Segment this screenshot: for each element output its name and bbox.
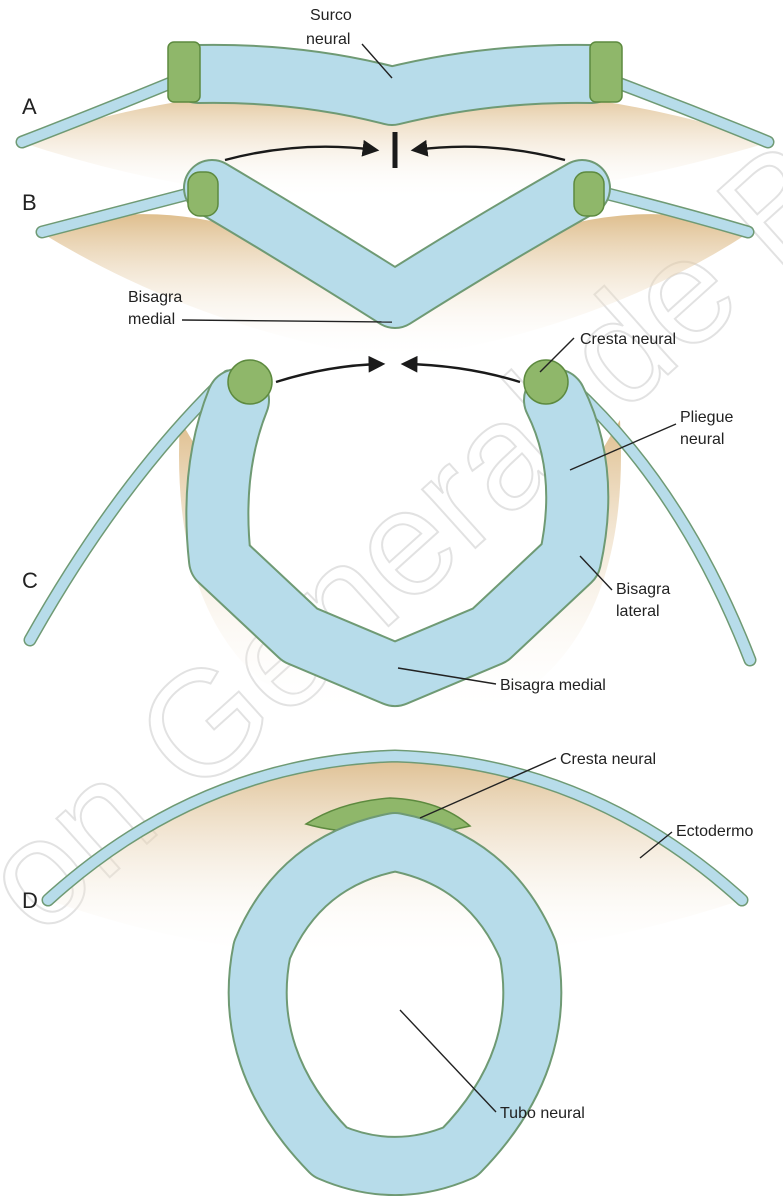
- panel-c-arrow-left: [276, 364, 382, 382]
- panel-b-letter: B: [22, 190, 37, 215]
- leader-tubo-neural: [400, 1010, 496, 1112]
- label-bisagra-lateral-line2: lateral: [616, 603, 660, 620]
- panel-a: A Surco neural: [20, 7, 770, 200]
- panel-c-letter: C: [22, 568, 38, 593]
- label-ectodermo: Ectodermo: [676, 823, 753, 840]
- panel-b-crest-left: [188, 172, 218, 216]
- panel-a-crest-right: [590, 42, 622, 102]
- panel-d-letter: D: [22, 888, 38, 913]
- label-surco-line2: neural: [306, 31, 350, 48]
- label-cresta-neural-c: Cresta neural: [580, 331, 676, 348]
- label-bisagra-medial-c: Bisagra medial: [500, 677, 606, 694]
- label-bisagra-medial-b-line1: Bisagra: [128, 289, 182, 306]
- label-pliegue-line1: Pliegue: [680, 409, 733, 426]
- panel-c-crest-left: [228, 360, 272, 404]
- label-bisagra-medial-b-line2: medial: [128, 311, 175, 328]
- label-pliegue-line2: neural: [680, 431, 724, 448]
- label-bisagra-lateral-line1: Bisagra: [616, 581, 670, 598]
- panel-b-crest-right: [574, 172, 604, 216]
- panel-a-crest-left: [168, 42, 200, 102]
- label-cresta-neural-d: Cresta neural: [560, 751, 656, 768]
- label-surco-line1: Surco: [310, 7, 352, 24]
- panel-a-letter: A: [22, 94, 37, 119]
- label-tubo-neural: Tubo neural: [500, 1105, 585, 1122]
